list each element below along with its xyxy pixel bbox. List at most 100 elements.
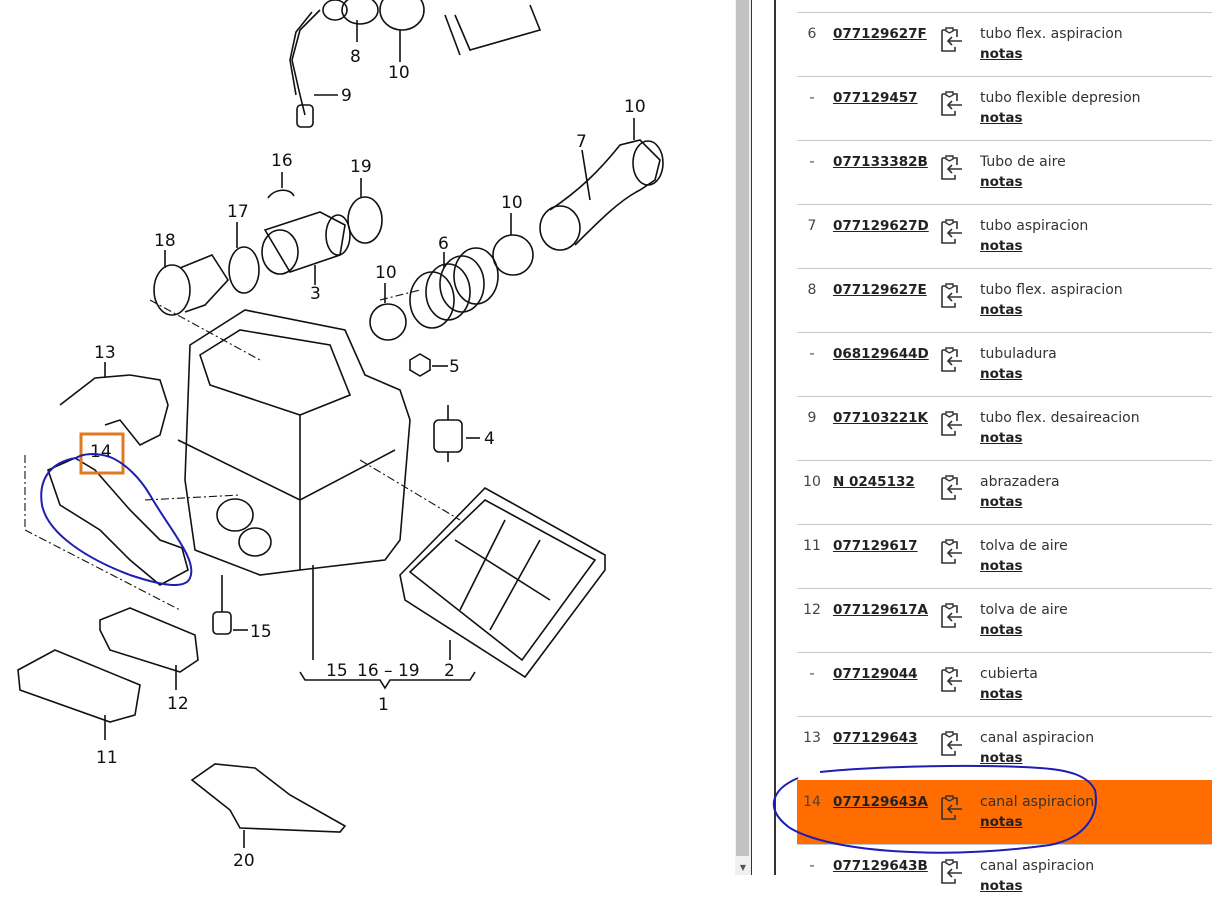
callout-18[interactable]: 18 bbox=[154, 231, 176, 251]
position-number: 6 bbox=[807, 26, 817, 42]
part-description: cubierta bbox=[980, 666, 1038, 682]
callout-9[interactable]: 9 bbox=[341, 86, 352, 106]
callout-2[interactable]: 2 bbox=[444, 661, 455, 681]
part-number-link[interactable]: 077129627E bbox=[833, 282, 927, 298]
callout-15[interactable]: 15 bbox=[250, 622, 272, 642]
clipboard-arrow-icon[interactable] bbox=[938, 346, 964, 374]
notes-link[interactable]: notas bbox=[980, 814, 1023, 830]
clipboard-arrow-icon[interactable] bbox=[938, 538, 964, 566]
notes-link[interactable]: notas bbox=[980, 878, 1023, 894]
clipboard-arrow-icon[interactable] bbox=[938, 218, 964, 246]
part-number-link[interactable]: 077129627D bbox=[833, 218, 929, 234]
clipboard-arrow-icon[interactable] bbox=[938, 730, 964, 758]
bellows-6-drawing bbox=[409, 247, 499, 329]
part-number-link[interactable]: 077129457 bbox=[833, 90, 918, 106]
callout-19[interactable]: 19 bbox=[350, 157, 372, 177]
position-number: 13 bbox=[803, 730, 821, 746]
callout-13[interactable]: 13 bbox=[94, 343, 116, 363]
part-number-link[interactable]: 077129627F bbox=[833, 26, 927, 42]
clipboard-arrow-icon[interactable] bbox=[938, 858, 964, 886]
callout-16[interactable]: 16 bbox=[271, 151, 293, 171]
part-description: abrazadera bbox=[980, 474, 1060, 490]
part-number-link[interactable]: 077129617A bbox=[833, 602, 928, 618]
callout-4[interactable]: 4 bbox=[484, 429, 495, 449]
clipboard-arrow-icon[interactable] bbox=[938, 154, 964, 182]
callout-15[interactable]: 15 bbox=[326, 661, 348, 681]
part-description: tolva de aire bbox=[980, 538, 1068, 554]
part-number-link[interactable]: 077129643 bbox=[833, 730, 918, 746]
callout-16-19[interactable]: 16 – 19 bbox=[357, 661, 420, 681]
notes-link[interactable]: notas bbox=[980, 302, 1023, 318]
clipboard-arrow-icon[interactable] bbox=[938, 90, 964, 118]
part-description: tubo flex. aspiracion bbox=[980, 282, 1123, 298]
pane-divider bbox=[751, 0, 752, 875]
callout-17[interactable]: 17 bbox=[227, 202, 249, 222]
notes-link[interactable]: notas bbox=[980, 238, 1023, 254]
notes-link[interactable]: notas bbox=[980, 46, 1023, 62]
part-description: tolva de aire bbox=[980, 602, 1068, 618]
clipboard-arrow-icon[interactable] bbox=[938, 794, 964, 822]
callout-10[interactable]: 10 bbox=[375, 263, 397, 283]
parts-list-row: - 077133382B Tubo de aire notas bbox=[797, 140, 1212, 204]
notes-link[interactable]: notas bbox=[980, 750, 1023, 766]
callout-1[interactable]: 1 bbox=[378, 695, 389, 715]
part-number-link[interactable]: 077129643B bbox=[833, 858, 928, 874]
position-number: - bbox=[809, 346, 815, 362]
part-number-link[interactable]: 068129644D bbox=[833, 346, 929, 362]
parts-list-row: 7 077129627D tubo aspiracion notas bbox=[797, 204, 1212, 268]
position-number: 10 bbox=[803, 474, 821, 490]
notes-link[interactable]: notas bbox=[980, 622, 1023, 638]
part-description: tubo aspiracion bbox=[980, 218, 1089, 234]
callout-10[interactable]: 10 bbox=[388, 63, 410, 83]
clipboard-arrow-icon[interactable] bbox=[938, 474, 964, 502]
part-description: Tubo de aire bbox=[980, 154, 1066, 170]
notes-link[interactable]: notas bbox=[980, 366, 1023, 382]
airbox-drawing bbox=[177, 309, 411, 576]
clipboard-arrow-icon[interactable] bbox=[938, 282, 964, 310]
clipboard-arrow-icon[interactable] bbox=[938, 666, 964, 694]
position-number: 9 bbox=[807, 410, 817, 426]
callout-5[interactable]: 5 bbox=[449, 357, 460, 377]
callout-3[interactable]: 3 bbox=[310, 284, 321, 304]
callout-10[interactable]: 10 bbox=[501, 193, 523, 213]
part-number-link[interactable]: 077129617 bbox=[833, 538, 918, 554]
part-description: tubo flex. aspiracion bbox=[980, 26, 1123, 42]
parts-list-row: 13 077129643 canal aspiracion notas bbox=[797, 716, 1212, 780]
notes-link[interactable]: notas bbox=[980, 430, 1023, 446]
callout-8[interactable]: 8 bbox=[350, 47, 361, 67]
clipboard-arrow-icon[interactable] bbox=[938, 26, 964, 54]
callout-10[interactable]: 10 bbox=[624, 97, 646, 117]
position-number: - bbox=[809, 858, 815, 874]
callout-20[interactable]: 20 bbox=[233, 851, 255, 871]
notes-link[interactable]: notas bbox=[980, 494, 1023, 510]
position-number: 8 bbox=[807, 282, 817, 298]
callout-6[interactable]: 6 bbox=[438, 234, 449, 254]
parts-list-row: 9 077103221K tubo flex. desaireacion not… bbox=[797, 396, 1212, 460]
scrollbar-thumb[interactable] bbox=[736, 0, 749, 856]
callout-7[interactable]: 7 bbox=[576, 132, 587, 152]
clipboard-arrow-icon[interactable] bbox=[938, 602, 964, 630]
part-number-link[interactable]: N 0245132 bbox=[833, 474, 915, 490]
callout-14[interactable]: 14 bbox=[90, 442, 112, 462]
callout-11[interactable]: 11 bbox=[96, 748, 118, 768]
scroll-down-arrow-icon[interactable]: ▼ bbox=[739, 862, 747, 872]
callout-12[interactable]: 12 bbox=[167, 694, 189, 714]
clamp-top-drawing bbox=[379, 0, 425, 31]
part-number-link[interactable]: 077133382B bbox=[833, 154, 928, 170]
exploded-parts-diagram[interactable]: 8 10 9 10 7 16 19 17 10 18 6 3 10 13 5 1… bbox=[0, 0, 735, 875]
position-number: 7 bbox=[807, 218, 817, 234]
part-number-link[interactable]: 077129643A bbox=[833, 794, 928, 810]
parts-list-row: 11 077129617 tolva de aire notas bbox=[797, 524, 1212, 588]
position-number: 14 bbox=[803, 794, 821, 810]
notes-link[interactable]: notas bbox=[980, 686, 1023, 702]
diagram-scrollbar[interactable]: ▼ bbox=[735, 0, 751, 875]
part-number-link[interactable]: 077129044 bbox=[833, 666, 918, 682]
part-description: canal aspiracion bbox=[980, 794, 1095, 810]
position-number: 11 bbox=[803, 538, 821, 554]
notes-link[interactable]: notas bbox=[980, 558, 1023, 574]
part-number-link[interactable]: 077103221K bbox=[833, 410, 929, 426]
clipboard-arrow-icon[interactable] bbox=[938, 410, 964, 438]
notes-link[interactable]: notas bbox=[980, 110, 1023, 126]
notes-link[interactable]: notas bbox=[980, 174, 1023, 190]
highlighted-callout-box bbox=[79, 432, 125, 475]
